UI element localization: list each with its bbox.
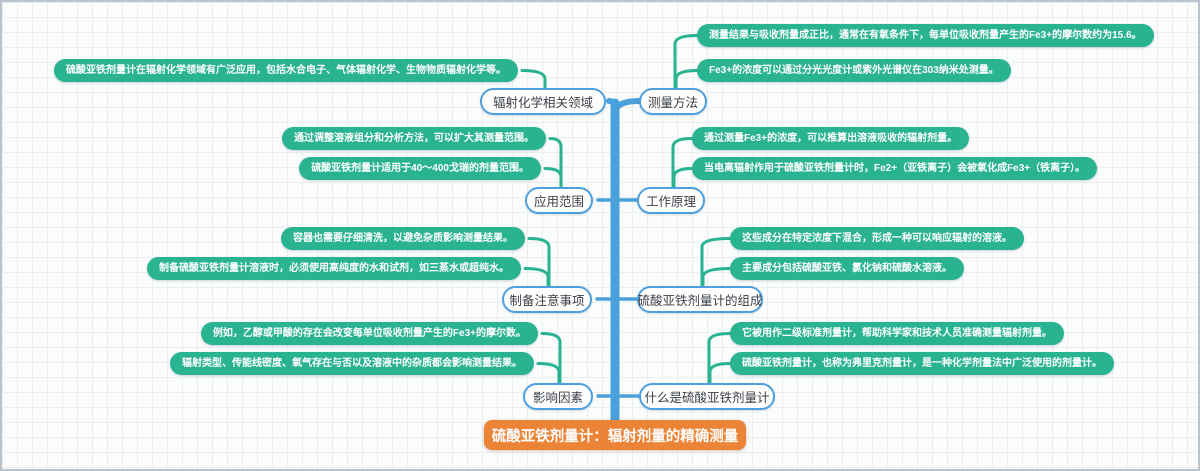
leaf-preparation-2[interactable]: 制备硫酸亚铁剂量计溶液时，必须使用高纯度的水和试剂，如三蒸水或超纯水。 <box>147 257 521 280</box>
leaf-application-2[interactable]: 硫酸亚铁剂量计适用于40～400戈瑞的剂量范围。 <box>299 157 541 180</box>
branch-radiation-chemistry-fields[interactable]: 辐射化学相关领域 <box>480 88 606 115</box>
branch-measurement-methods[interactable]: 测量方法 <box>639 88 707 115</box>
branch-dosimeter-composition[interactable]: 硫酸亚铁剂量计的组成 <box>637 286 763 313</box>
leaf-preparation-1[interactable]: 容器也需要仔细清洗，以避免杂质影响测量结果。 <box>281 227 525 250</box>
leaf-principle-1[interactable]: 通过测量Fe3+的浓度，可以推算出溶液吸收的辐射剂量。 <box>692 127 970 150</box>
branch-working-principle[interactable]: 工作原理 <box>637 187 705 214</box>
root-node-title[interactable]: 硫酸亚铁剂量计：辐射剂量的精确测量 <box>484 420 746 450</box>
leaf-links <box>520 34 732 386</box>
leaf-factors-2[interactable]: 辐射类型、传能线密度、氧气存在与否以及溶液中的杂质都会影响测量结果。 <box>170 352 534 375</box>
leaf-what-is-1[interactable]: 它被用作二级标准剂量计，帮助科学家和技术人员准确测量辐射剂量。 <box>730 322 1064 345</box>
leaf-application-1[interactable]: 通过调整溶液组分和分析方法，可以扩大其测量范围。 <box>282 127 546 150</box>
leaf-factors-1[interactable]: 例如，乙醇或甲酸的存在会改变每单位吸收剂量产生的Fe3+的摩尔数。 <box>200 322 538 345</box>
leaf-measurement-2[interactable]: Fe3+的浓度可以通过分光光度计或紫外光谱仪在303纳米处测量。 <box>697 59 1011 82</box>
leaf-principle-2[interactable]: 当电离辐射作用于硫酸亚铁剂量计时，Fe2+（亚铁离子）会被氧化成Fe3+（铁离子… <box>692 157 1098 180</box>
branch-application-range[interactable]: 应用范围 <box>525 187 593 214</box>
leaf-measurement-1[interactable]: 测量结果与吸收剂量成正比，通常在有氧条件下，每单位吸收剂量产生的Fe3+的摩尔数… <box>697 24 1154 47</box>
branch-preparation-notes[interactable]: 制备注意事项 <box>502 286 592 313</box>
leaf-what-is-2[interactable]: 硫酸亚铁剂量计，也称为弗里克剂量计，是一种化学剂量法中广泛使用的剂量计。 <box>730 352 1114 375</box>
leaf-composition-2[interactable]: 主要成分包括硫酸亚铁、氯化钠和硫酸水溶液。 <box>730 257 964 280</box>
spine-shoulder-right <box>612 98 643 115</box>
branch-links <box>595 198 642 398</box>
branch-influencing-factors[interactable]: 影响因素 <box>523 383 593 410</box>
leaf-radiation-fields-1[interactable]: 硫酸亚铁剂量计在辐射化学领域有广泛应用，包括水合电子、气体辐射化学、生物物质辐射… <box>54 59 518 82</box>
branch-what-is-dosimeter[interactable]: 什么是硫酸亚铁剂量计 <box>639 383 775 410</box>
leaf-composition-1[interactable]: 这些成分在特定浓度下混合，形成一种可以响应辐射的溶液。 <box>730 227 1024 250</box>
